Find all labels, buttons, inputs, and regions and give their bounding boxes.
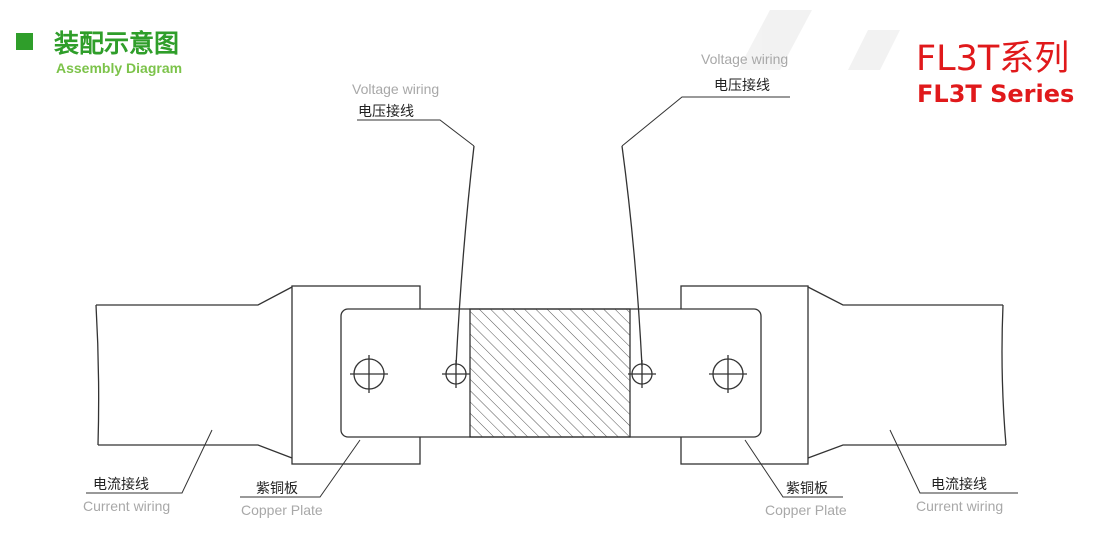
voltage-wiring-label-left-cn: 电压接线 — [358, 104, 414, 120]
title-english: Assembly Diagram — [56, 60, 183, 76]
title-chinese: 装配示意图 — [54, 29, 180, 58]
copper-plate-label-left-en: Copper Plate — [241, 502, 323, 518]
copper-plate-label-left-cn: 紫铜板 — [256, 481, 298, 497]
current-wiring-label-left-cn: 电流接线 — [93, 477, 149, 493]
left-voltage-wire — [455, 145, 475, 367]
leader-lines — [86, 96, 1018, 498]
copper-plate-label-right-cn: 紫铜板 — [786, 481, 828, 497]
watermark-logo — [738, 10, 900, 70]
copper-plate — [340, 308, 762, 438]
current-wiring-label-left-en: Current wiring — [83, 498, 171, 514]
series-name-chinese: FL3T系列 — [916, 39, 1070, 79]
right-voltage-wire — [621, 145, 643, 367]
current-wiring-label-right-cn: 电流接线 — [931, 477, 987, 493]
voltage-wiring-label-right-en: Voltage wiring — [701, 51, 789, 67]
series-name-english: FL3T Series — [917, 80, 1075, 108]
copper-plate-label-right-en: Copper Plate — [765, 502, 847, 518]
voltage-wiring-label-right-cn: 电压接线 — [714, 78, 770, 94]
bolt-hole-left-large — [350, 355, 388, 393]
title-bullet-icon — [16, 33, 33, 50]
voltage-wiring-label-left-en: Voltage wiring — [352, 81, 440, 97]
current-wiring-label-right-en: Current wiring — [916, 498, 1004, 514]
bolt-hole-right-large — [709, 355, 747, 393]
